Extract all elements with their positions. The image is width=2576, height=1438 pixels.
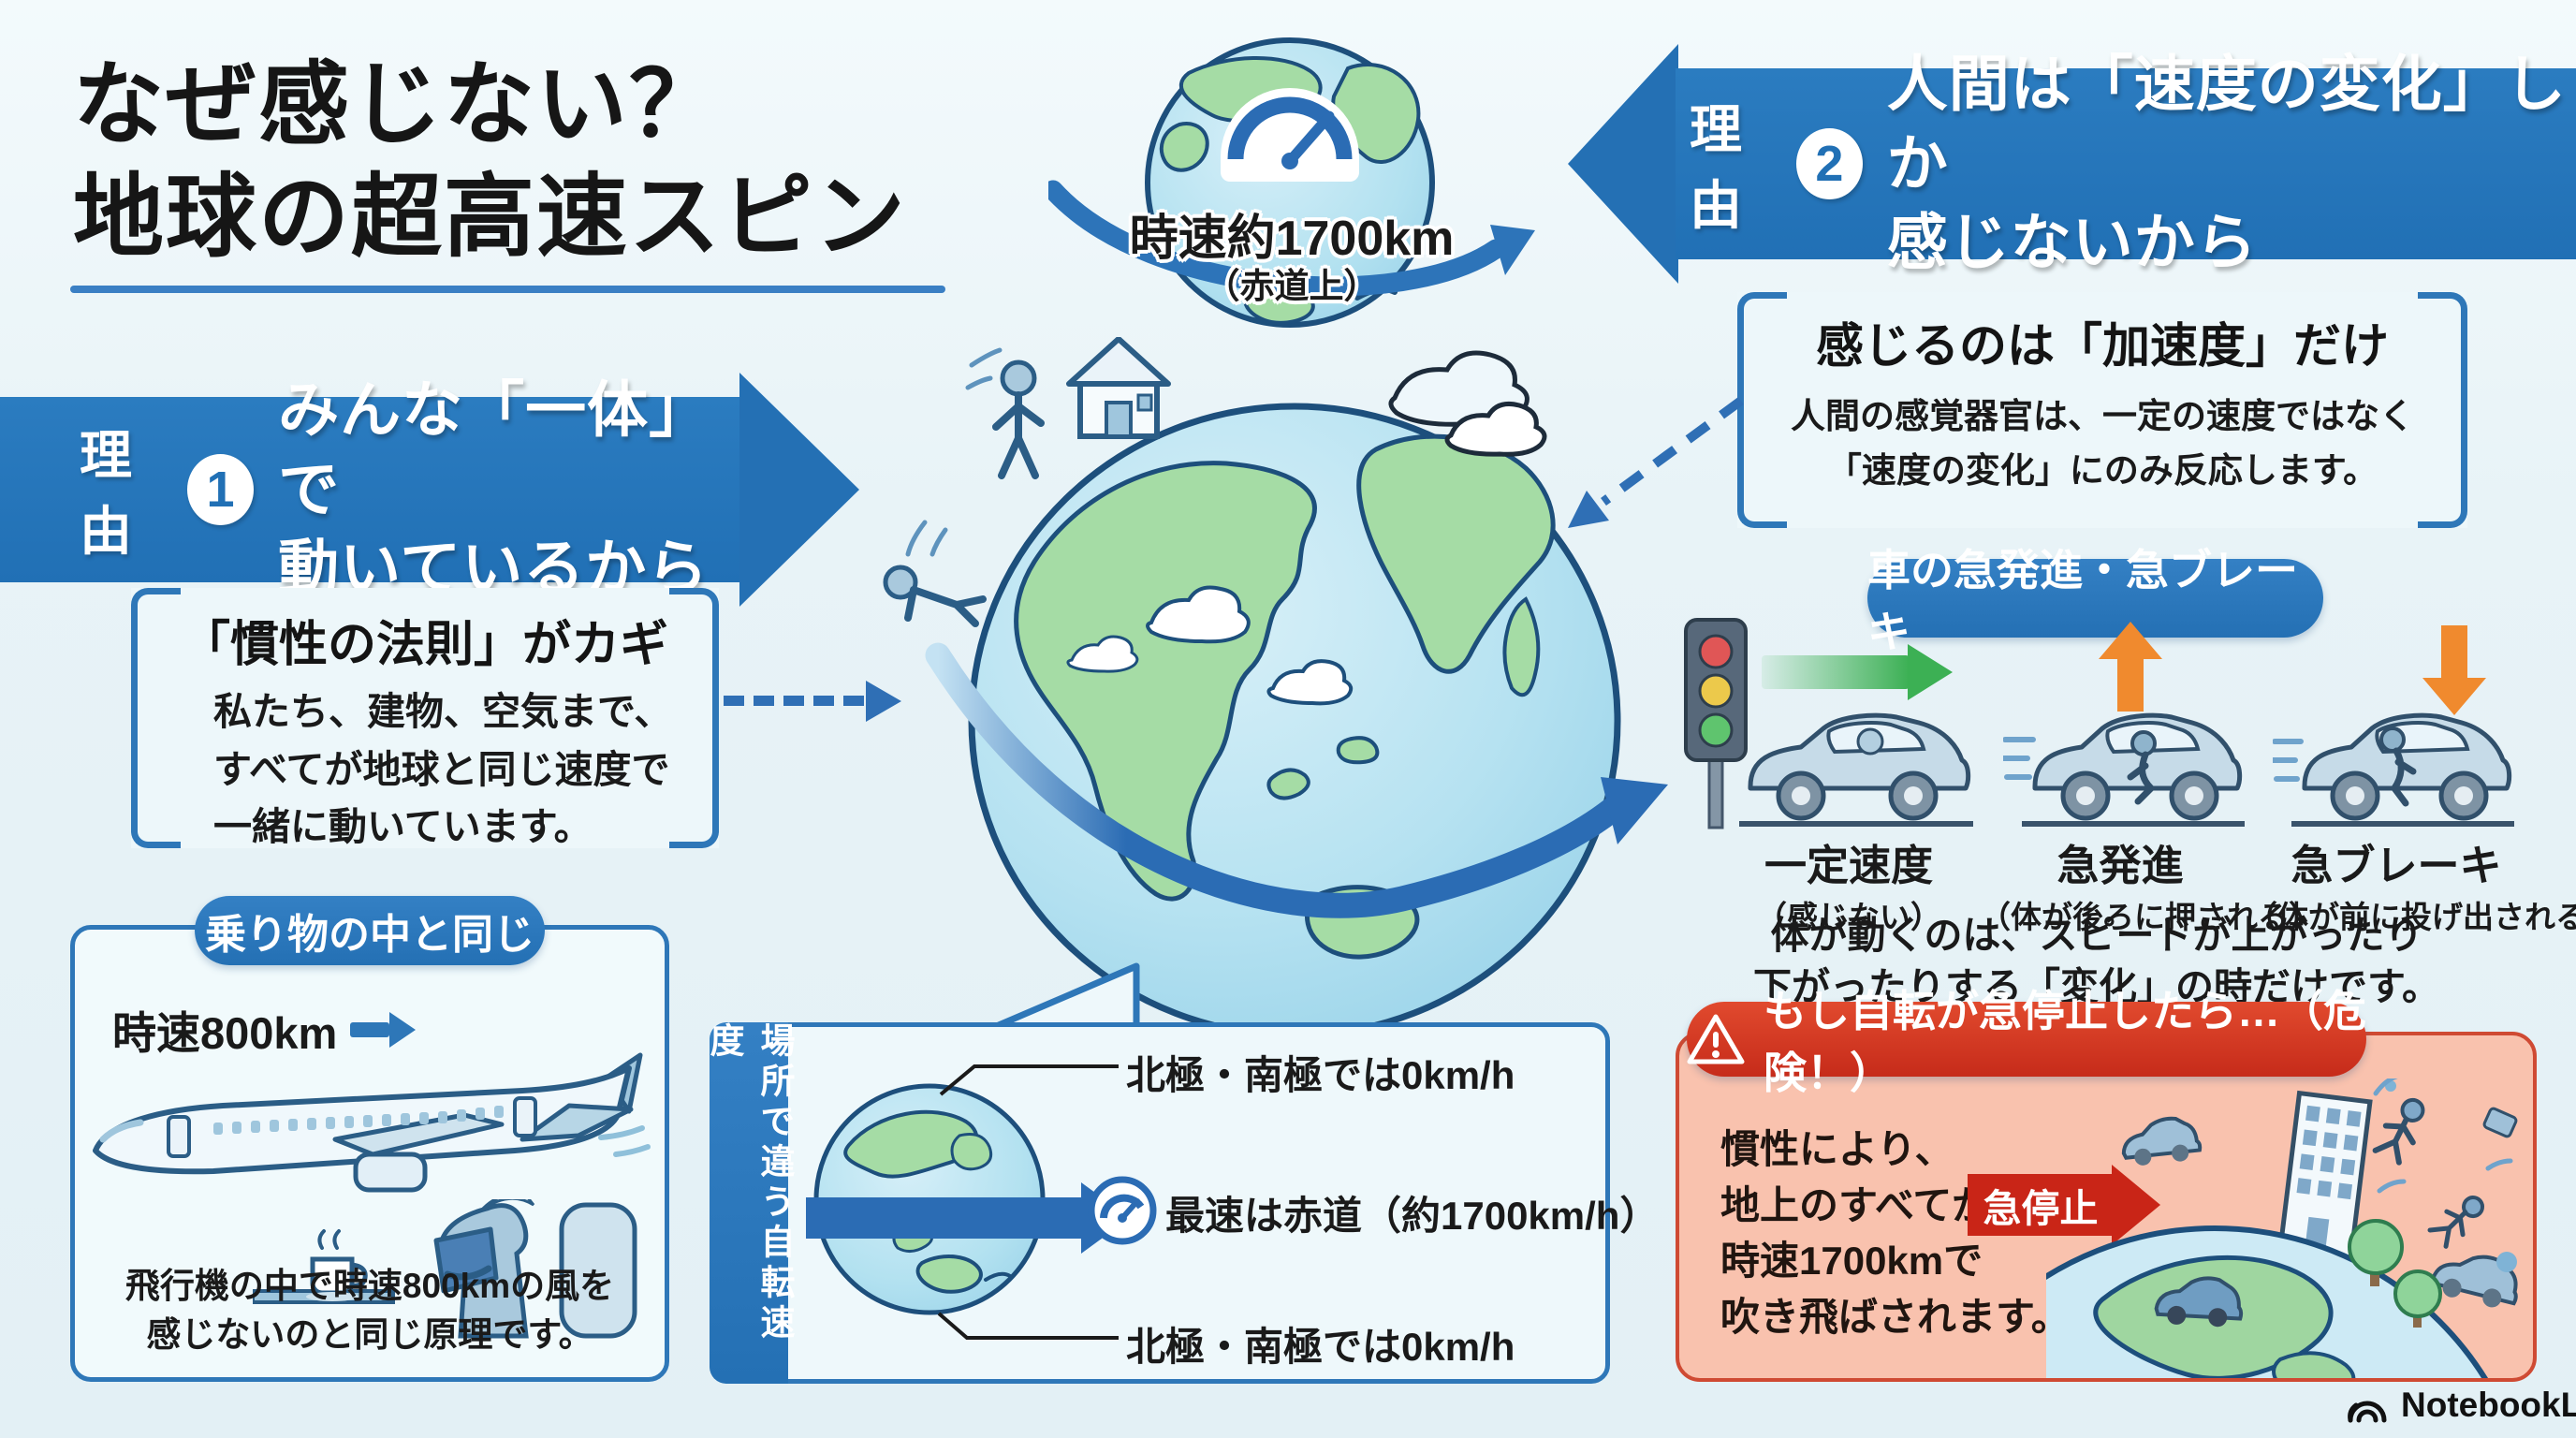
rotation-box-tail — [990, 962, 1140, 1030]
reason1-arrow: 理由 1 みんな「一体」で 動いているから — [0, 373, 861, 607]
flying-car-1 — [2431, 1255, 2518, 1308]
tree-2 — [2393, 1269, 2442, 1328]
right-arrow-icon — [350, 1011, 417, 1048]
car-label-3: 急ブレーキ （体が前に投げ出される） — [2247, 842, 2576, 934]
reason1-label: 理由 — [80, 426, 132, 561]
debris — [2373, 1078, 2518, 1272]
flying-car-2 — [2121, 1116, 2203, 1166]
pole-top-label: 北極・南極では0km/h — [1126, 1053, 1515, 1097]
accelbox-to-globe-dashed-arrow — [1568, 396, 1744, 528]
equator-speed-label: 最速は赤道（約1700km/h） — [1165, 1194, 1660, 1238]
danger-line2: 地上のすべてが — [1720, 1182, 1992, 1227]
traffic-light-icon — [1684, 618, 1748, 829]
acceleration-box-left-bracket — [1737, 292, 1787, 528]
house-icon — [1066, 337, 1171, 439]
car-section-header-label: 車の急発進・急ブレーキ — [1867, 546, 2298, 656]
inertia-box-line1: 私たち、建物、空気まで、 — [213, 690, 673, 733]
person-bending-icon — [883, 520, 987, 627]
title-underline — [70, 286, 945, 293]
danger-line4: 吹き飛ばされます。 — [1720, 1294, 2071, 1339]
reason2-text-line2: 感じないから — [1886, 208, 2258, 277]
reason2-arrow: 理由 2 人間は「速度の変化」しか 感じないから — [1568, 42, 2576, 286]
danger-line3: 時速1700kmで — [1720, 1239, 1983, 1284]
car-caption-line1: 体が動くのは、スピードが上がったり — [1770, 914, 2423, 957]
rotation-speed-box: 場所で違う自転速度 — [705, 1022, 1659, 1384]
vehicle-box: 乗り物の中と同じ 時速800km — [70, 896, 669, 1382]
car-sudden-brake — [2273, 712, 2514, 827]
reason2-text-line1: 人間は「速度の変化」しか — [1886, 50, 2567, 198]
acceleration-box-right-bracket — [2418, 292, 2467, 528]
inertia-box-title: 「慣性の法則」がカギ — [181, 618, 668, 672]
occupant-thrown-forward — [2379, 726, 2417, 807]
car-section-header: 車の急発進・急ブレーキ — [1867, 546, 2323, 656]
car-sudden-start — [2003, 712, 2245, 827]
vehicle-caption-line2: 感じないのと同じ原理です。 — [146, 1315, 593, 1355]
reason1-arrow-tip — [739, 373, 859, 607]
danger-line1: 慣性により、 — [1720, 1127, 1954, 1171]
page-title-line1: なぜ感じない？ — [73, 53, 722, 155]
danger-box-header: もし自転が急停止したら…（危険！） — [1687, 987, 2366, 1097]
danger-illustration — [2046, 1078, 2518, 1378]
vehicle-box-header-label: 乗り物の中と同じ — [205, 912, 534, 958]
airplane-icon — [93, 1052, 651, 1193]
dashed-line — [724, 696, 864, 706]
car-label-1: 一定速度 （感じない） — [1756, 842, 1941, 934]
occupant-pushed-back — [2127, 730, 2157, 805]
danger-header-label: もし自転が急停止したら…（危険！） — [1764, 987, 2366, 1097]
pole-bottom-label: 北極・南極では0km/h — [1126, 1325, 1515, 1369]
airplane-speed-label: 時速800km — [112, 1008, 338, 1058]
arrowhead — [866, 681, 901, 722]
reason2-label: 理由 — [1690, 100, 1742, 235]
warning-icon — [1687, 1014, 1745, 1064]
danger-box: 慣性により、 地上のすべてが 時速1700kmで 吹き飛ばされます。 急停止 — [1676, 1032, 2537, 1382]
top-globe-location-note: （赤道上） — [1205, 267, 1379, 305]
page-title-line2: 地球の超高速スピン — [73, 166, 907, 269]
reason2-arrow-tip — [1568, 44, 1678, 284]
footer-brand-label: NotebookLM — [2401, 1386, 2576, 1424]
coffee-cup-icon — [306, 1229, 368, 1301]
vehicle-box-header: 乗り物の中と同じ — [195, 896, 545, 965]
danger-globe — [2046, 1225, 2488, 1378]
acceleration-box-line2: 「速度の変化」にのみ反応します。 — [1826, 451, 2378, 491]
flying-person-1 — [2372, 1097, 2425, 1166]
sudden-stop-label: 急停止 — [1983, 1187, 2099, 1230]
person-standing-icon — [965, 347, 1045, 479]
flying-person-2 — [2427, 1196, 2485, 1249]
inertia-box-right-bracket — [669, 588, 719, 848]
leader-lines — [937, 1064, 1119, 1340]
reason1-number-badge: 1 — [186, 454, 255, 525]
vehicle-caption-line1: 飛行機の中で時速800kmの風を — [124, 1266, 615, 1305]
top-globe-illustration — [1048, 37, 1535, 328]
page-title: なぜ感じない？ 地球の超高速スピン — [73, 49, 907, 274]
car-caption-line2: 下がったりする「変化」の時だけです。 — [1753, 964, 2440, 1008]
speedometer-icon — [1088, 1176, 1157, 1245]
ground-car — [2154, 1276, 2244, 1328]
car-section-caption: 体が動くのは、スピードが上がったり 下がったりする「変化」の時だけです。 — [1685, 910, 2509, 1012]
inertia-to-globe-dashed-arrow — [724, 681, 911, 726]
footer-brand: NotebookLM — [2345, 1386, 2576, 1425]
acceleration-box-title: 感じるのは「加速度」だけ — [1815, 319, 2389, 373]
acceleration-box-line1: 人間の感覚器官は、一定の速度ではなく — [1791, 397, 2414, 435]
rotation-box-side-label: 場所で違う自転速度 — [705, 1022, 794, 1344]
notebooklm-icon — [2348, 1401, 2387, 1423]
reason1-arrow-body — [0, 397, 741, 582]
tree-1 — [2348, 1219, 2404, 1286]
acceleration-box: 感じるのは「加速度」だけ 人間の感覚器官は、一定の速度ではなく 「速度の変化」に… — [1737, 292, 2467, 528]
rotation-box-side-bar: 場所で違う自転速度 — [705, 1022, 794, 1384]
top-globe-speed-label: 時速約1700km — [1129, 212, 1455, 266]
car-constant-speed — [1739, 712, 1973, 827]
main-globe-illustration — [883, 337, 1668, 1039]
inertia-box-line3: 一緒に動いています。 — [213, 805, 593, 848]
inertia-box-line2: すべてが地球と同じ速度で — [213, 747, 670, 791]
inertia-box-left-bracket — [131, 588, 181, 848]
reason2-number-badge: 2 — [1796, 128, 1863, 199]
airplane-passenger-illustration — [253, 1199, 637, 1339]
inertia-law-box: 「慣性の法則」がカギ 私たち、建物、空気まで、 すべてが地球と同じ速度で 一緒に… — [131, 588, 719, 848]
reason1-text-line1: みんな「一体」で — [278, 375, 711, 523]
